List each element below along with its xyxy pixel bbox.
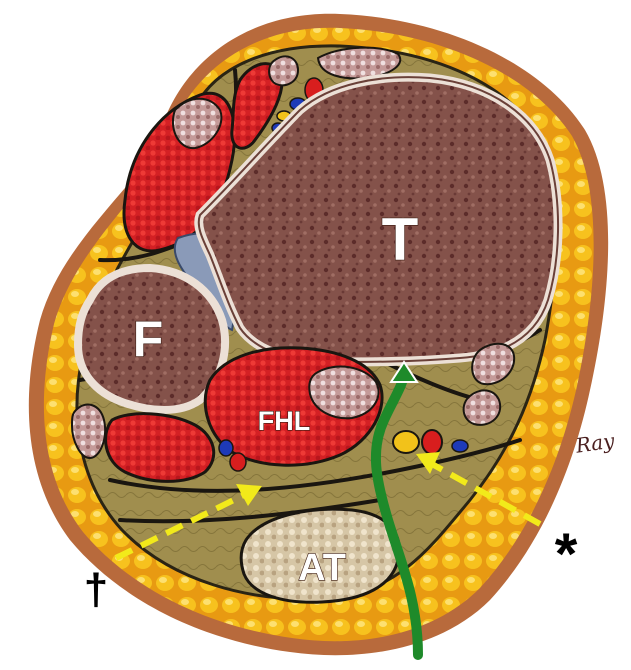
achilles-tendon — [239, 507, 401, 604]
peroneal-vessels — [218, 439, 247, 472]
surgical-approach-arrowhead — [389, 360, 419, 383]
fibula-bone — [73, 263, 229, 414]
dagger-pointer-arrowhead — [236, 484, 262, 506]
anterior-tendon-1 — [172, 97, 223, 150]
posterolateral-tendon — [70, 403, 106, 460]
peroneus-muscle — [104, 412, 216, 483]
asterisk-pointer-line — [430, 461, 542, 527]
asterisk-pointer-arrowhead — [416, 452, 440, 474]
tibia-cortex-edge — [197, 76, 559, 364]
dagger-marker: † — [84, 565, 108, 614]
anterior-tendon-3 — [316, 46, 402, 80]
artist-signature: Ray — [573, 428, 616, 457]
asterisk-marker: * — [555, 522, 578, 587]
tibialis-posterior-tendon — [471, 342, 516, 386]
posterior-tibial-bundle — [392, 429, 469, 455]
achilles-tendon-label: AT — [298, 547, 346, 589]
fhl-tendon-part — [308, 365, 380, 420]
fibula-label: F — [133, 311, 164, 367]
fdl-tendon — [462, 389, 502, 426]
fhl-label: FHL — [258, 406, 310, 436]
anterior-tendon-2 — [268, 55, 300, 87]
tibia-label: T — [382, 206, 419, 273]
dagger-pointer-line — [114, 491, 248, 561]
surgical-approach-arrow — [370, 367, 423, 660]
